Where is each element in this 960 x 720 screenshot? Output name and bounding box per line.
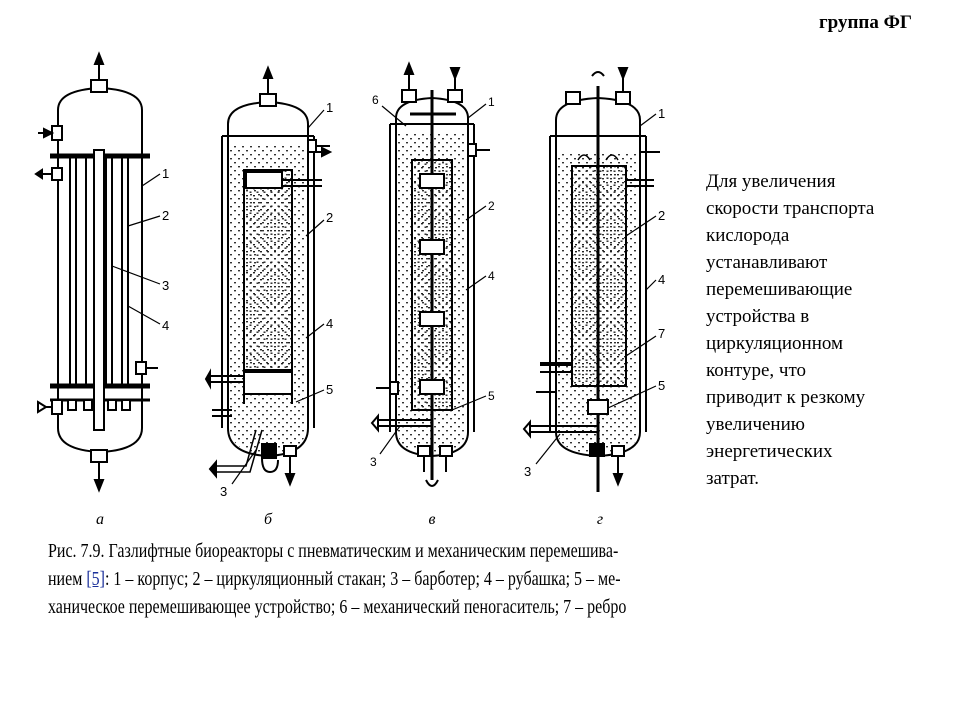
callout-g-4: 4 — [658, 272, 665, 287]
panel-label-b: б — [264, 511, 273, 528]
callout-v-2: 2 — [488, 199, 495, 213]
callout-v-3: 3 — [370, 455, 377, 469]
side-text-line: приводит к резкому — [706, 387, 866, 408]
callout-g-3: 3 — [524, 464, 531, 479]
callout-g-2: 2 — [658, 208, 665, 223]
side-text-line: увеличению — [706, 414, 805, 435]
callout-a-3: 3 — [162, 278, 169, 293]
group-label: группа ФГ — [819, 12, 912, 33]
side-text-line: затрат. — [706, 468, 760, 489]
callout-v-5: 5 — [488, 389, 495, 403]
caption-line-3: ханическое перемешивающее устройство; 6 … — [48, 597, 627, 618]
reactor-g — [522, 67, 660, 492]
callout-v-6: 6 — [372, 93, 379, 107]
bioreactor-figure: 1 2 3 4 — [34, 51, 665, 528]
panel-label-a: а — [96, 511, 104, 528]
side-text-line: перемешивающие — [706, 279, 853, 300]
callout-g-5: 5 — [658, 378, 665, 393]
caption-reference-link[interactable]: [5] — [86, 569, 105, 590]
caption-line-2-end: : 1 – корпус; 2 – циркуляционный стакан;… — [104, 569, 621, 590]
callout-g-1: 1 — [658, 106, 665, 121]
caption-line-1: Рис. 7.9. Газлифтные биореакторы с пневм… — [48, 541, 619, 562]
side-text-line: кислорода — [706, 225, 790, 246]
figure-caption: Рис. 7.9. Газлифтные биореакторы с пневм… — [48, 538, 671, 622]
panel-label-v: в — [429, 511, 436, 528]
side-text-line: Для увеличения — [706, 171, 836, 192]
callout-b-4: 4 — [326, 316, 333, 331]
side-text-line: устанавливают — [706, 252, 828, 273]
reactor-v — [370, 61, 490, 487]
reactor-a — [34, 51, 161, 493]
callout-b-1: 1 — [326, 100, 333, 115]
side-text-line: контуре, что — [706, 360, 807, 381]
callout-b-2: 2 — [326, 210, 333, 225]
panel-label-g: г — [597, 511, 603, 528]
side-text-line: скорости транспорта — [706, 198, 875, 219]
side-text-line: энергетических — [706, 441, 833, 462]
caption-line-2-start: нием — [48, 569, 87, 590]
side-text-line: устройства в — [706, 306, 810, 327]
callout-a-1: 1 — [162, 166, 169, 181]
callout-a-4: 4 — [162, 318, 169, 333]
reactor-b — [204, 65, 333, 487]
callout-v-1: 1 — [488, 95, 495, 109]
callout-v-4: 4 — [488, 269, 495, 283]
side-description: Для увеличения скорости транспорта кисло… — [706, 168, 936, 492]
side-text-line: циркуляционном — [706, 333, 844, 354]
callout-b-3: 3 — [220, 484, 227, 499]
callout-a-2: 2 — [162, 208, 169, 223]
callout-g-7: 7 — [658, 326, 665, 341]
callout-b-5: 5 — [326, 382, 333, 397]
caption-line-2: нием [5]: 1 – корпус; 2 – циркуляционный… — [48, 566, 671, 594]
